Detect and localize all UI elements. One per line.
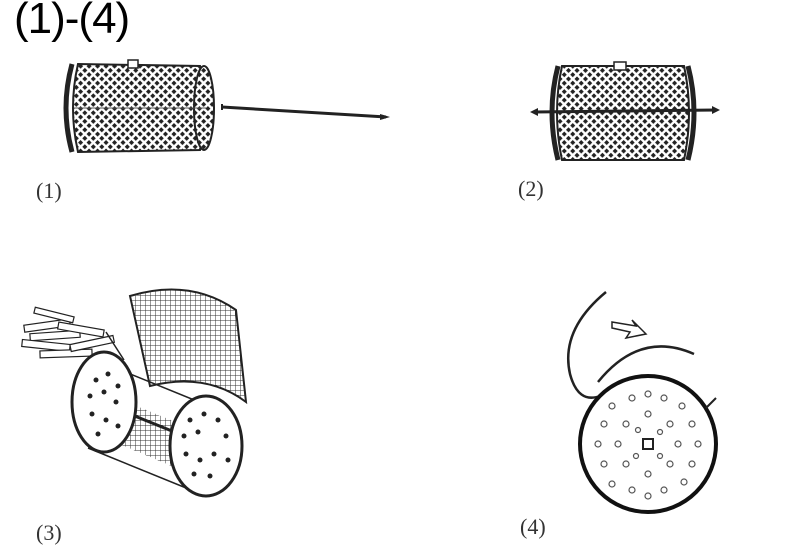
step4-illustration — [566, 291, 718, 514]
rotisserie-basket-assembled — [530, 61, 720, 161]
rotate-arrow — [611, 319, 648, 340]
figure-title: (1)-(4) — [14, 0, 130, 43]
end-disc — [578, 374, 718, 514]
rotisserie-rod — [221, 104, 390, 120]
step2-illustration — [530, 61, 720, 161]
food-pieces — [21, 306, 116, 359]
step-1-label: (1) — [36, 178, 62, 203]
step3-illustration — [21, 288, 248, 498]
rotisserie-basket — [63, 59, 215, 154]
cylinder-basket-open — [70, 288, 248, 498]
step-2-label: (2) — [518, 176, 544, 201]
step1-illustration — [63, 59, 390, 154]
step-3-label: (3) — [36, 520, 62, 545]
step-4-label: (4) — [520, 514, 546, 539]
